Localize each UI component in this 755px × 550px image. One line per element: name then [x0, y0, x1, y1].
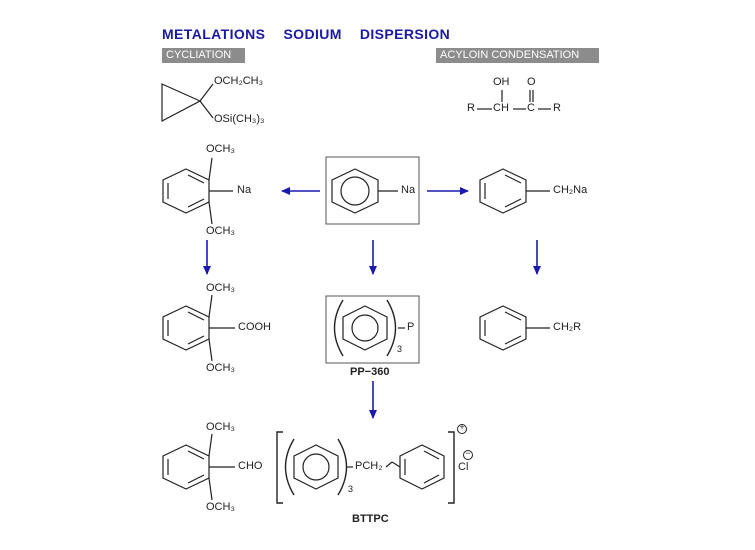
title-word-2: SODIUM — [283, 26, 342, 42]
bttpc-brackets — [276, 431, 455, 504]
acyloin-ch-label: CH — [493, 102, 509, 114]
acyloin-oh-label: OH — [493, 76, 510, 88]
acyloin-o-label: O — [527, 76, 536, 88]
r1-na-label: Na — [237, 184, 252, 196]
bttpc-parentheses — [284, 438, 348, 496]
bttpc-subscript: 3 — [348, 484, 354, 494]
pp360-name: PP−360 — [350, 366, 390, 378]
acyloin-badge: ACYLOIN CONDENSATION — [436, 48, 599, 63]
pp-subscript: 3 — [397, 344, 403, 354]
cycliation-badge: CYCLIATION — [162, 48, 245, 63]
benzyl-r-label: CH₂R — [553, 321, 582, 333]
bttpc-cl-label: Cl — [458, 461, 469, 473]
phenylsodium-box — [325, 156, 420, 225]
ring-dimethoxybenzaldehyde — [162, 433, 235, 501]
minus-charge-symbol: − — [465, 448, 471, 458]
ring-triphenylphosphine — [342, 305, 405, 351]
ring-dimethoxybenzoic-acid — [162, 294, 235, 362]
acyloin-c-label: C — [527, 102, 535, 114]
r1-och3-top-label: OCH₃ — [206, 143, 235, 155]
plus-charge-symbol: + — [459, 422, 465, 432]
title-word-3: DISPERSION — [359, 26, 451, 42]
cyclopropane-top-label: OCH₂CH₃ — [214, 75, 264, 87]
reaction-arrows — [203, 187, 541, 419]
benzylsodium-label: CH₂Na — [553, 184, 588, 196]
ring-dimethoxyphenylsodium — [162, 157, 233, 225]
r2-och3-top-label: OCH₃ — [206, 282, 235, 294]
r2-cooh-label: COOH — [238, 321, 271, 333]
bttpc-name: BTTPC — [352, 513, 389, 525]
pp360-box — [325, 295, 420, 364]
pp-p-label: P — [407, 321, 415, 333]
acyloin-r-right-label: R — [553, 102, 561, 114]
plus-charge-circle — [457, 424, 467, 434]
phenylsodium-na-label: Na — [401, 184, 416, 196]
page-title: METALATIONS SODIUM DISPERSION — [162, 26, 468, 42]
ring-bttpc-benzyl — [385, 444, 445, 490]
r1-och3-bottom-label: OCH₃ — [206, 225, 235, 237]
acyloin-molecule — [477, 90, 551, 110]
pp-parentheses — [333, 299, 397, 357]
title-word-1: METALATIONS — [162, 26, 266, 42]
bttpc-pch2-label: PCH₂ — [355, 460, 383, 472]
cyclopropane-bottom-label: OSi(CH₃)₃ — [214, 113, 265, 125]
ring-benzyl-r — [479, 305, 550, 351]
r3-cho-label: CHO — [238, 460, 263, 472]
r2-och3-bottom-label: OCH₃ — [206, 362, 235, 374]
ring-benzylsodium — [479, 168, 550, 214]
acyloin-r-left-label: R — [467, 102, 475, 114]
cyclopropane-molecule — [161, 83, 214, 122]
r3-och3-top-label: OCH₃ — [206, 421, 235, 433]
ring-bttpc-phenyl — [293, 444, 353, 490]
r3-och3-bottom-label: OCH₃ — [206, 501, 235, 513]
ring-phenylsodium — [331, 168, 398, 214]
minus-charge-circle — [463, 450, 473, 460]
